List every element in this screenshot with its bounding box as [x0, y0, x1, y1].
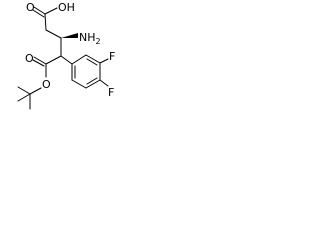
- molecule-svg: OH O NH2 O O F F: [17, 1, 115, 110]
- bond-acid-c-ch2: [44, 13, 47, 31]
- label-carbonyl-o-acid: O: [26, 1, 35, 14]
- label-f-para: F: [108, 86, 114, 99]
- label-f-meta: F: [109, 50, 115, 63]
- ring-bond-2: [85, 54, 101, 64]
- bond-tbu-me1: [17, 86, 31, 95]
- bond-acid-c-oh: [44, 7, 58, 15]
- bond-acid-c-o-double-2: [32, 9, 45, 18]
- bond-ring-f-meta: [99, 58, 109, 64]
- bond-ch-ester-c: [45, 55, 62, 65]
- label-carbonyl-o-ester: O: [25, 52, 34, 65]
- label-ester-o: O: [42, 78, 51, 91]
- bond-tbu-me2: [17, 93, 31, 102]
- ring-double-a: [86, 58, 98, 66]
- bond-acid-c-o-double-1: [33, 6, 46, 15]
- bond-ch2-cstar: [45, 29, 62, 39]
- bond-ester-c-o-double-2: [32, 59, 45, 67]
- bond-ring-f-para: [99, 79, 109, 87]
- bond-ester-c-o-double-1: [33, 56, 47, 65]
- bond-wedge-cstar-nh2: [61, 33, 78, 38]
- structure-drawing: OH O NH2 O O F F: [0, 0, 126, 124]
- bond-ch-aryl: [60, 55, 73, 65]
- ring-double-b: [86, 77, 98, 85]
- ring-bond-5: [71, 79, 87, 89]
- ring-bond-4: [85, 79, 101, 89]
- bond-o-tbu: [29, 87, 42, 95]
- label-nh2: NH2: [79, 31, 101, 46]
- ring-bond-1: [71, 54, 87, 65]
- label-oh: OH: [58, 1, 75, 14]
